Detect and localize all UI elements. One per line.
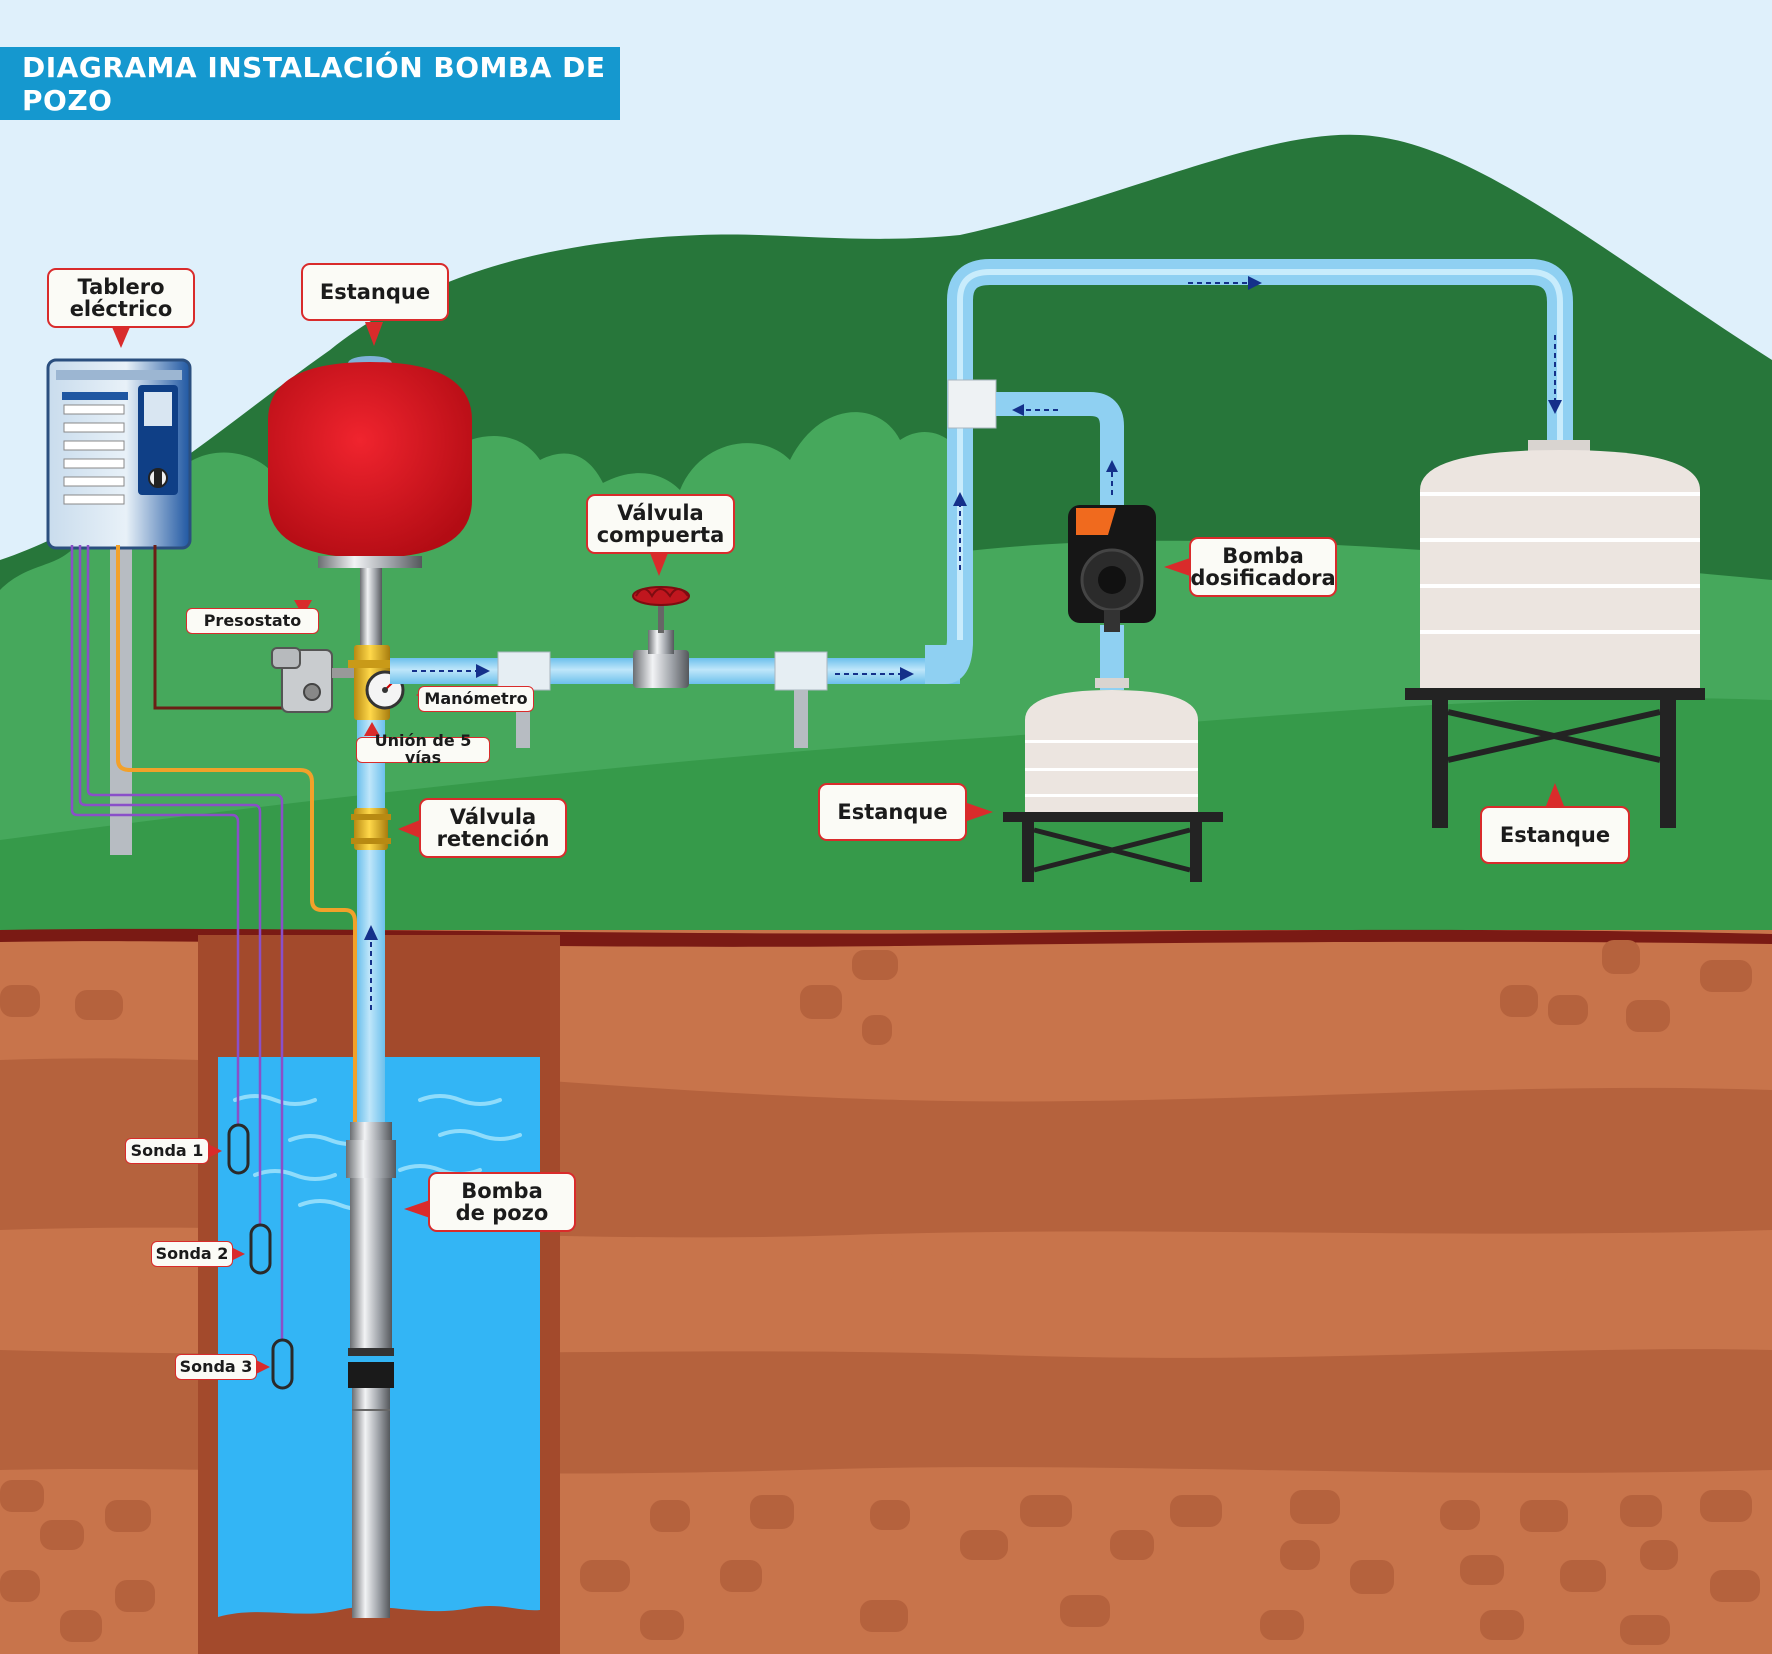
label-valvula-compuerta: Válvula compuerta: [586, 494, 735, 554]
pipe-highlight: [957, 269, 1563, 640]
label-estanque-presion: Estanque: [301, 263, 449, 321]
submersible-pump-icon: [346, 1122, 396, 1618]
branch-pipe: [996, 392, 1124, 515]
gate-valve-icon: [632, 586, 690, 688]
flow-arrow-heads: [364, 276, 1562, 940]
label-tablero: Tablero eléctrico: [47, 268, 195, 328]
label-valvula-retencion: Válvula retención: [419, 798, 567, 858]
riser-pipe: [357, 700, 385, 1130]
diagram-title-bar: DIAGRAMA INSTALACIÓN BOMBA DE POZO: [0, 47, 620, 120]
label-pointers: [112, 322, 1564, 1374]
label-union-5-vias: Unión de 5 vías: [356, 732, 490, 766]
check-valve-icon: [351, 808, 391, 850]
pipe-tee: [947, 379, 997, 429]
rocks: [0, 940, 1752, 1045]
control-panel-icon: [46, 358, 192, 550]
pipe-support-2: [794, 690, 808, 748]
level-probe-icon: [227, 1123, 294, 1390]
well-bottom: [218, 1606, 540, 1654]
label-sonda-3: Sonda 3: [175, 1354, 257, 1380]
water-waves: [233, 1094, 522, 1211]
label-bomba-pozo: Bomba de pozo: [428, 1172, 576, 1232]
probe-wire-2: [78, 545, 262, 1225]
pipe-coupling-2: [774, 651, 828, 691]
label-manometro: Manómetro: [418, 686, 534, 712]
label-estanque-pequeno: Estanque: [818, 783, 967, 841]
power-cable: [116, 545, 357, 1130]
diagram-title: DIAGRAMA INSTALACIÓN BOMBA DE POZO: [22, 50, 606, 117]
pipe-coupling-1: [497, 651, 551, 691]
probe-wire-3: [86, 545, 284, 1340]
storage-tank-large: [1405, 440, 1705, 828]
rocks-deep: [0, 1480, 1760, 1645]
pressure-switch-icon: [271, 647, 354, 713]
label-sonda-2: Sonda 2: [151, 1241, 233, 1267]
flow-arrow-icon: [370, 282, 1556, 1010]
probe-wire-1: [70, 545, 240, 1125]
label-estanque-grande: Estanque: [1480, 806, 1630, 864]
storage-tank-icon: [1003, 678, 1223, 882]
pressure-tank-icon: [268, 356, 472, 568]
cabinet-post: [110, 545, 132, 855]
pressure-switch-cable: [153, 545, 282, 710]
label-bomba-dosificadora: Bomba dosificadora: [1189, 537, 1337, 597]
dosing-pump-icon: [1068, 505, 1156, 632]
rocks-light: [0, 1240, 1728, 1332]
label-sonda-1: Sonda 1: [125, 1138, 209, 1164]
tank-stem: [360, 565, 382, 645]
label-presostato: Presostato: [186, 608, 319, 634]
